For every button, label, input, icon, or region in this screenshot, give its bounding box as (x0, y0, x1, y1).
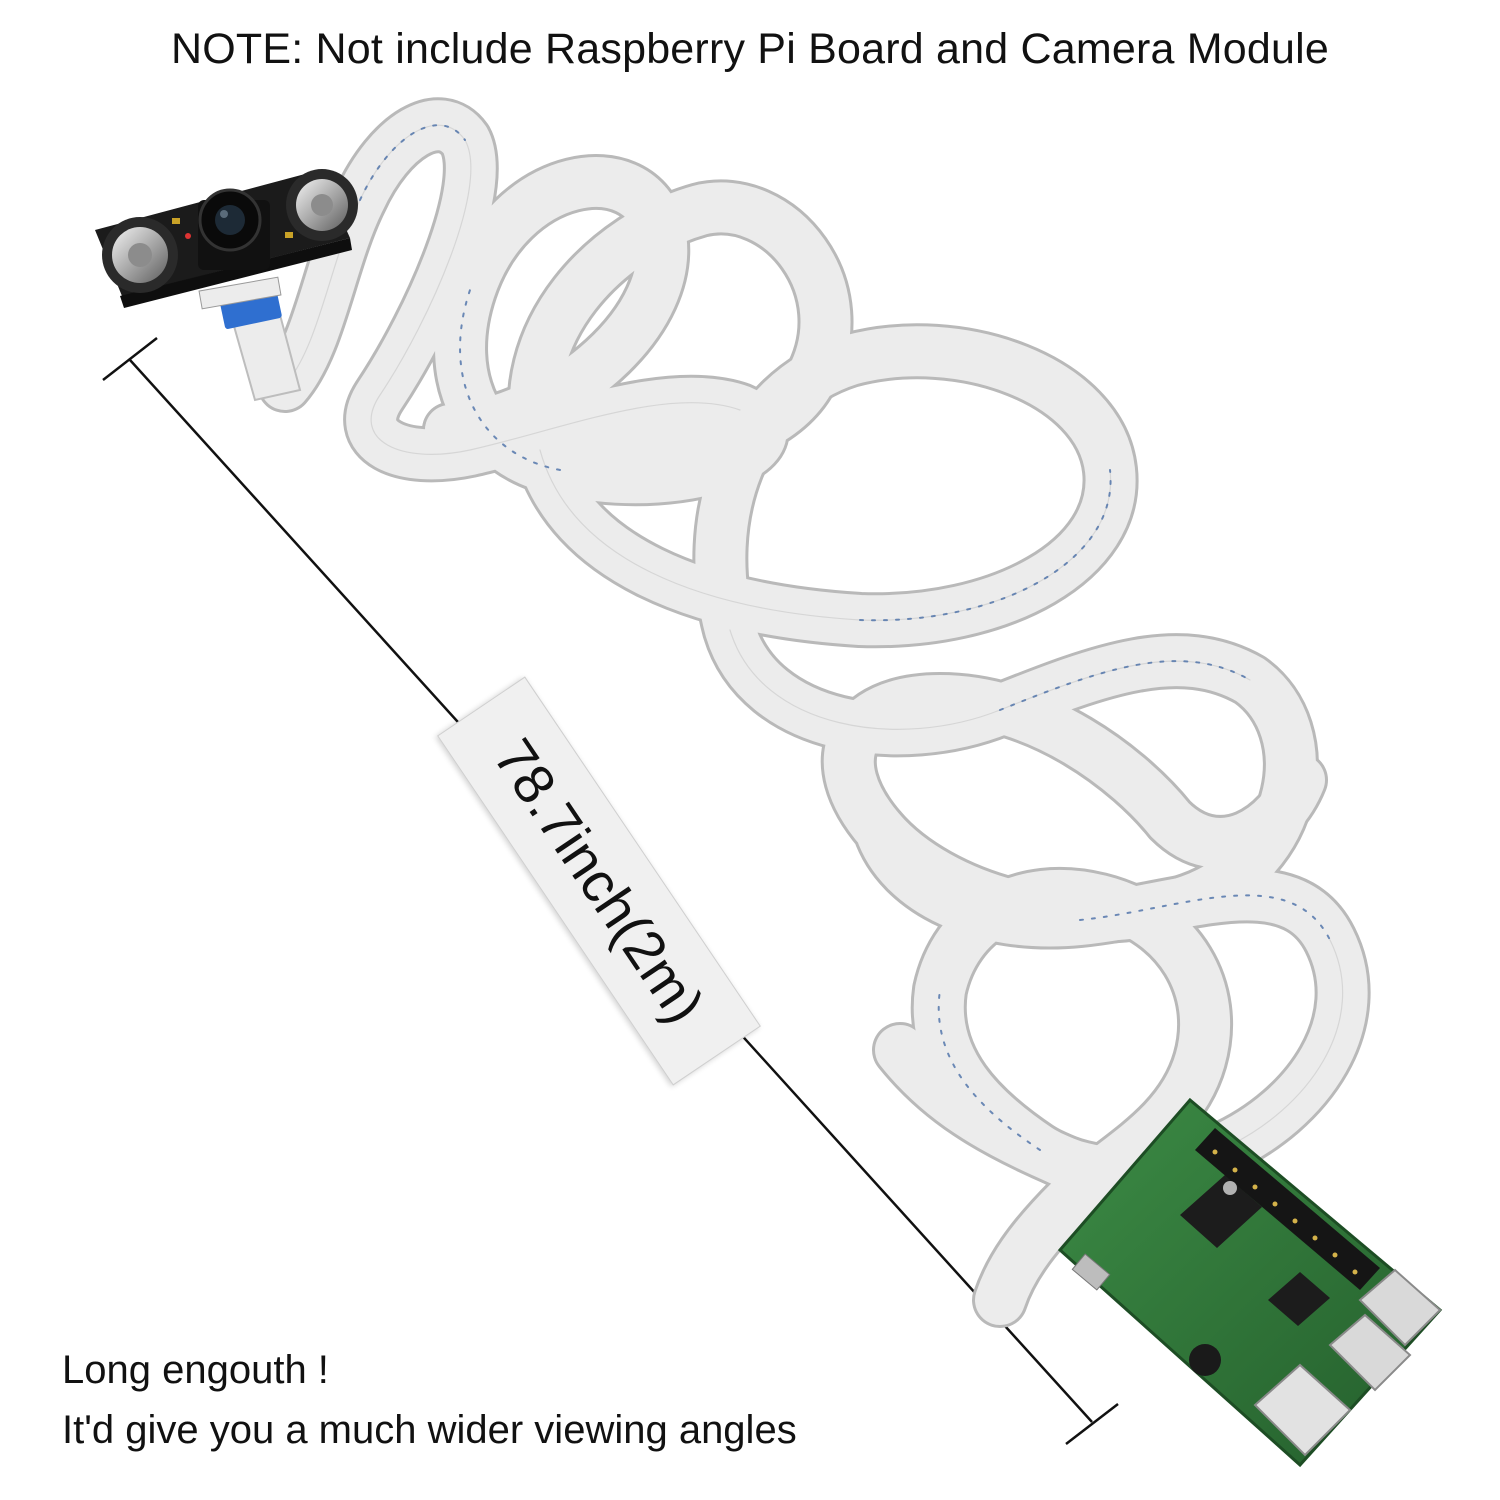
raspberry-pi-board-icon (1057, 1097, 1443, 1468)
camera-module-icon (95, 169, 358, 402)
note-text: NOTE: Not include Raspberry Pi Board and… (171, 25, 1329, 73)
ribbon-cable-icon (257, 97, 1371, 1328)
caption: Long engouth ! It'd give you a much wide… (62, 1340, 797, 1460)
caption-line-1: Long engouth ! (62, 1348, 329, 1392)
caption-line-2: It'd give you a much wider viewing angle… (62, 1408, 797, 1452)
